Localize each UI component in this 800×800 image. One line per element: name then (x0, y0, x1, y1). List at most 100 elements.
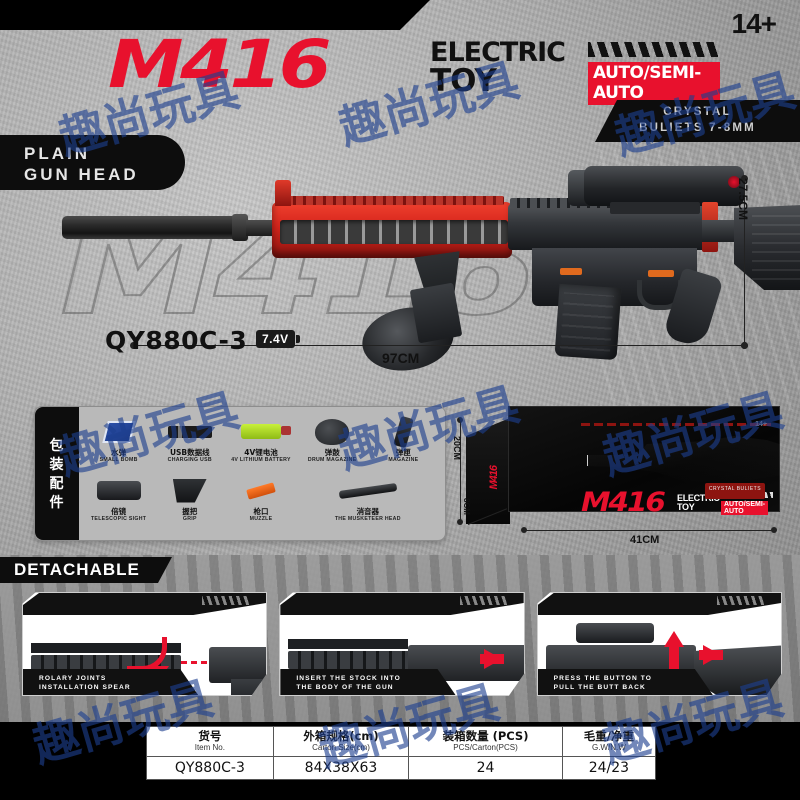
ammo-spec-tag: CRYSTAL BULIETS 7-8MM (595, 100, 800, 142)
spec-header-cn: 外箱规格(cm) (303, 729, 379, 743)
box-side-panel: M416 (466, 418, 510, 524)
accessory-label-cn: 倍镜 (111, 507, 127, 516)
accessories-title-char-0: 包 (49, 436, 65, 453)
rotate-arrow-icon (127, 637, 167, 671)
accessories-row-top: 水弹 SMALL BOMB USB数据线 CHARGING USB 4V锂电池 … (83, 415, 439, 474)
drum-feed-part (409, 282, 463, 344)
ammo-spec-line1: CRYSTAL (663, 106, 732, 118)
spec-header-en: Carton Size(cm) (312, 743, 370, 752)
rail-part (288, 651, 418, 669)
spec-header-cn: 货号 (198, 729, 222, 743)
box-side-logo-text: M416 (488, 466, 500, 490)
card-stripes-icon (202, 596, 250, 605)
box-height-dimension-line (457, 417, 463, 525)
press-button-arrow-icon (664, 631, 684, 647)
height-dimension-label: 27.5CM (736, 178, 750, 221)
top-left-corner-wedge (0, 0, 430, 30)
magazine-texture-part (560, 292, 614, 352)
box-top-stripe (581, 423, 771, 426)
age-rating-badge: 14+ (731, 8, 777, 39)
speed-stripes-icon (588, 42, 718, 57)
spec-header-cell: 装箱数量 (PCS) PCS/Carton(PCS) (408, 726, 563, 757)
step-caption-line1: PRESS THE BUTTON TO (553, 675, 652, 682)
box-brand-text: M416 (581, 487, 666, 518)
step-illustration (31, 619, 258, 669)
spec-header-cell: 毛重/净重 G.W/N.W (561, 726, 657, 757)
card-top-bar (280, 593, 523, 615)
orange-accent-b (560, 268, 582, 275)
spec-header-cell: 外箱规格(cm) Carton Size(cm) (272, 726, 410, 757)
accessory-item: 倍镜 TELESCOPIC SIGHT (83, 474, 154, 533)
accessories-title-char-1: 装 (49, 455, 65, 472)
rail-top-part (31, 643, 181, 653)
box-width-label: 41CM (630, 534, 660, 546)
step-caption: INSERT THE STOCK INTO THE BODY OF THE GU… (280, 669, 455, 695)
accessory-label-cn: 4V锂电池 (244, 448, 278, 457)
box-gun-outline-art (587, 436, 800, 485)
length-dimension-label: 97CM (382, 350, 420, 366)
variant-badge: PLAIN GUN HEAD (0, 135, 185, 190)
accessory-item: 4V锂电池 4V LITHIUM BATTERY (225, 415, 296, 474)
card-stripes-icon (460, 596, 508, 605)
battery-voltage-badge: 7.4V (256, 330, 300, 348)
lower-part (231, 679, 267, 696)
rail-top-part (288, 639, 408, 649)
rail-top-notch-part (276, 196, 504, 205)
spec-table-data-row: QY880C-3 84X38X63 24 24/23 (146, 756, 657, 780)
card-stripes-icon (717, 596, 765, 605)
scope-part (584, 166, 744, 206)
step-caption: PRESS THE BUTTON TO PULL THE BUTT BACK (538, 669, 713, 695)
accessory-item: 枪口 MUZZLE (225, 474, 296, 533)
spec-cell-pcs-per-carton: 24 (408, 756, 563, 780)
spec-cell-gross-net-weight: 24/23 (561, 756, 657, 780)
box-electric-text: ELECTRIC (677, 493, 720, 503)
accessory-label-en: TELESCOPIC SIGHT (90, 516, 147, 522)
product-sku: QY880C-3 (105, 326, 248, 355)
spec-table-header-row: 货号 Item No. 外箱规格(cm) Carton Size(cm) 装箱数… (146, 726, 657, 757)
variant-line2: GUN HEAD (24, 165, 139, 184)
insert-arrow-icon (484, 649, 502, 669)
brand-logo: M416 (108, 32, 332, 98)
suppressor-icon (297, 474, 439, 507)
scope-icon (83, 474, 154, 507)
suppressor-ring-part (232, 214, 248, 241)
accessories-row-bottom: 倍镜 TELESCOPIC SIGHT 握把 GRIP 枪口 MUZZLE 消音… (83, 474, 439, 533)
accessories-title-char-3: 件 (49, 493, 65, 510)
accessory-label-cn: USB数据线 (169, 448, 210, 457)
box-front-panel: 14+ M416 ELECTRIC TOY AUTO/SEMI-AUTO CRY… (508, 406, 800, 516)
box-toy-text: TOY (677, 502, 695, 512)
water-bead-icon (83, 415, 154, 448)
usb-cable-icon (154, 415, 225, 448)
accessory-label-en: SMALL BOMB (99, 457, 138, 463)
detachable-step-card: INSERT THE STOCK INTO THE BODY OF THE GU… (279, 592, 524, 696)
step-illustration (546, 619, 773, 669)
spec-header-en: Item No. (194, 743, 225, 752)
accessory-label-cn: 枪口 (253, 507, 269, 516)
card-top-bar (538, 593, 781, 615)
accessory-label-en: THE MUSKETEER HEAD (334, 516, 401, 522)
accessory-label-en: 4V LITHIUM BATTERY (231, 457, 291, 463)
logo-electric-text: ELECTRIC (430, 37, 566, 68)
accessory-label-cn: 消音器 (356, 507, 380, 516)
hero-product-image (62, 166, 800, 378)
stock-texture-part (752, 214, 800, 280)
drum-magazine-icon (297, 415, 368, 448)
accessory-item: 握把 GRIP (154, 474, 225, 533)
accessories-title-char-2: 配 (49, 474, 65, 491)
accessory-label-en: MAGAZINE (388, 457, 419, 463)
accessory-item: USB数据线 CHARGING USB (154, 415, 225, 474)
box-logo-group: M416 ELECTRIC TOY AUTO/SEMI-AUTO (581, 489, 773, 516)
step-illustration (288, 619, 515, 669)
spec-header-en: G.W/N.W (591, 743, 626, 752)
box-corner-badge: CRYSTAL BULIETS (705, 483, 765, 499)
accessory-item: 弹鼓 DRUM MAGAZINE (297, 415, 368, 474)
detachable-step-card: ROLARY JOINTS INSTALLATION SPEAR (22, 592, 267, 696)
accessory-item: 弹匣 MAGAZINE (368, 415, 439, 474)
accessory-label-cn: 弹鼓 (324, 448, 340, 457)
logo-subtitle-group: ELECTRIC TOY AUTO/SEMI-AUTO (430, 37, 720, 105)
accessories-grid: 水弹 SMALL BOMB USB数据线 CHARGING USB 4V锂电池 … (83, 415, 439, 533)
box-depth-label: 8CM (462, 498, 471, 515)
spec-cell-carton-size: 84X38X63 (272, 756, 410, 780)
receiver-part (209, 647, 267, 683)
